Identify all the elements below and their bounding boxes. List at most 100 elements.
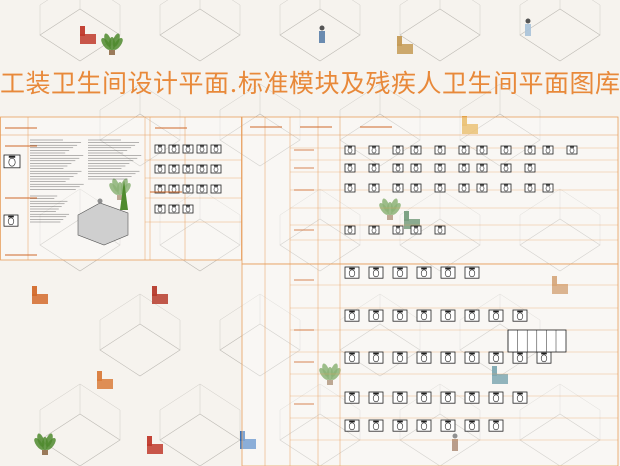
toilet-plan-icon (392, 391, 408, 404)
toilet-plan-icon (344, 225, 356, 235)
toilet-plan-icon (500, 183, 512, 193)
toilet-plan-icon (392, 225, 404, 235)
toilet-plan-icon (458, 163, 470, 173)
chair-icon (492, 366, 508, 384)
room-iso-icon (399, 0, 481, 62)
toilet-plan-icon (488, 391, 504, 404)
toilet-plan-icon (168, 204, 180, 214)
toilet-plan-icon (410, 163, 422, 173)
toilet-plan-icon (196, 144, 208, 154)
plant-icon (34, 433, 56, 455)
toilet-plan-icon (524, 183, 536, 193)
plant-icon (101, 33, 123, 55)
toilet-plan-icon (458, 145, 470, 155)
toilet-plan-icon (196, 164, 208, 174)
room-iso-icon (99, 83, 181, 167)
toilet-plan-icon (368, 309, 384, 322)
toilet-plan-icon (344, 351, 360, 364)
chair-icon (80, 26, 96, 44)
toilet-plan-icon (440, 419, 456, 432)
room-iso-icon (519, 0, 601, 62)
toilet-plan-icon (542, 145, 554, 155)
toilet-plan-icon (500, 145, 512, 155)
toilet-plan-icon (368, 419, 384, 432)
room-iso-icon (459, 83, 541, 167)
toilet-plan-icon (410, 225, 422, 235)
toilet-plan-icon (154, 164, 166, 174)
toilet-plan-icon (344, 183, 356, 193)
toilet-plan-icon (512, 391, 528, 404)
toilet-plan-icon (524, 163, 536, 173)
toilet-plan-icon (368, 163, 380, 173)
toilet-plan-icon (434, 183, 446, 193)
toilet-plan-icon (344, 145, 356, 155)
toilet-plan-icon (392, 183, 404, 193)
toilet-plan-icon (344, 419, 360, 432)
toilet-plan-icon (416, 351, 432, 364)
toilet-plan-icon (464, 266, 480, 279)
toilet-plan-icon (168, 184, 180, 194)
chair-icon (462, 116, 478, 134)
toilet-plan-icon (392, 163, 404, 173)
toilet-plan-icon (500, 163, 512, 173)
toilet-plan-icon (536, 351, 552, 364)
toilet-plan-icon (392, 419, 408, 432)
toilet-plan-icon (434, 163, 446, 173)
toilet-plan-icon (440, 351, 456, 364)
equipment-render (77, 180, 129, 246)
toilet-plan-icon (512, 309, 528, 322)
figure-icon (319, 25, 325, 43)
room-iso-icon (159, 0, 241, 62)
toilet-plan-icon (476, 163, 488, 173)
chair-icon (397, 36, 413, 54)
room-iso-icon (39, 0, 121, 62)
chair-icon (147, 436, 163, 454)
toilet-plan-icon (210, 184, 222, 194)
toilet-plan-icon (344, 266, 360, 279)
toilet-plan-icon (392, 309, 408, 322)
chair-icon (32, 286, 48, 304)
room-iso-icon (159, 188, 241, 272)
toilet-plan-icon (182, 204, 194, 214)
toilet-plan-icon (368, 391, 384, 404)
toilet-plan-icon (182, 164, 194, 174)
toilet-plan-icon (512, 351, 528, 364)
toilet-plan-icon (368, 266, 384, 279)
chair-icon (152, 286, 168, 304)
toilet-plan-icon (434, 225, 446, 235)
toilet-plan-icon (416, 266, 432, 279)
toilet-plan-icon (440, 309, 456, 322)
toilet-plan-icon (182, 184, 194, 194)
toilet-plan-icon (392, 145, 404, 155)
toilet-plan-icon (368, 351, 384, 364)
toilet-plan-icon (464, 309, 480, 322)
toilet-plan-icon (440, 266, 456, 279)
toilet-plan-icon (344, 309, 360, 322)
toilet-plan-icon (168, 144, 180, 154)
toilet-plan-icon (524, 145, 536, 155)
toilet-plan-icon (440, 391, 456, 404)
toilet-plan-icon (488, 309, 504, 322)
toilet-plan-icon (566, 145, 578, 155)
toilet-plan-icon (182, 144, 194, 154)
toilet-plan-icon (488, 419, 504, 432)
chair-icon (97, 371, 113, 389)
toilet-plan-icon (210, 144, 222, 154)
toilet-plan-icon (168, 164, 180, 174)
figure-icon (452, 433, 458, 451)
chair-icon (404, 211, 420, 229)
toilet-plan-icon (464, 351, 480, 364)
toilet-plan-icon (488, 351, 504, 364)
toilet-plan-icon (210, 164, 222, 174)
toilet-plan-icon (368, 183, 380, 193)
room-iso-icon (279, 188, 361, 272)
chair-icon (552, 276, 568, 294)
figure-icon (525, 18, 531, 36)
toilet-plan-icon (464, 419, 480, 432)
toilet-plan-icon (416, 391, 432, 404)
toilet-plan-icon (476, 183, 488, 193)
toilet-plan-icon (3, 154, 21, 169)
